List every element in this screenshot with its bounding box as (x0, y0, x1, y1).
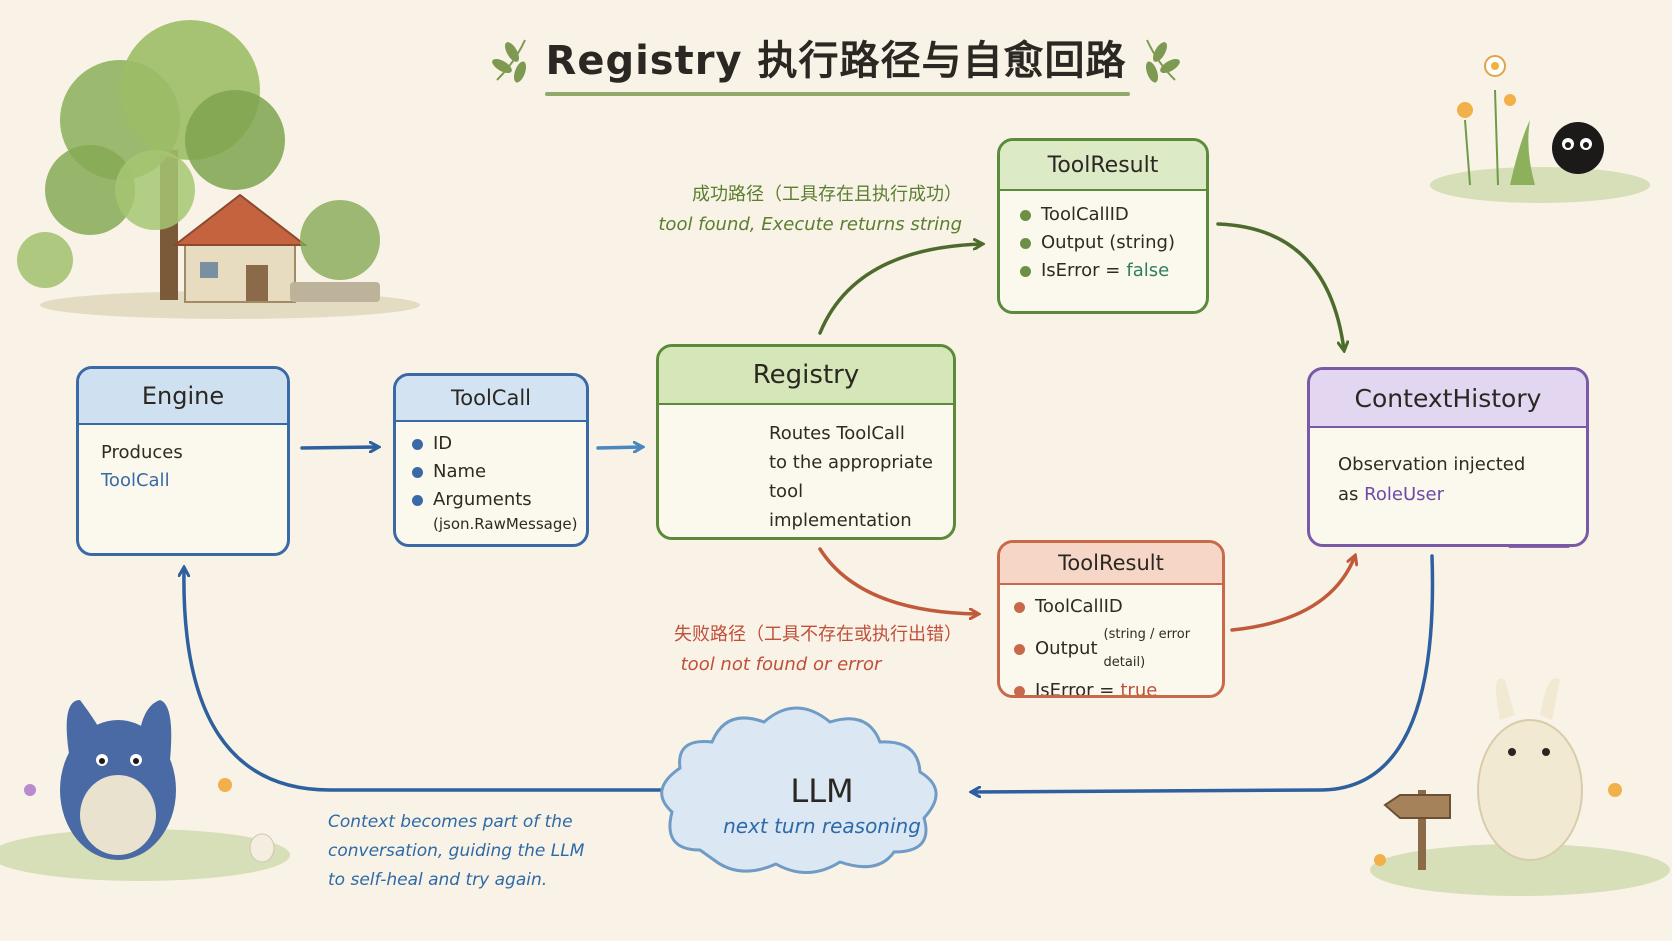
arrow-context-to-llm (972, 554, 1435, 792)
field-iserror: IsError = (1035, 680, 1115, 698)
success-path-label: 成功路径（工具存在且执行成功） tool found, Execute retu… (600, 180, 962, 235)
toolcall-field-name: Name (433, 461, 487, 482)
field-iserror: IsError = (1041, 260, 1121, 281)
title-underline (545, 92, 1130, 96)
bullet-icon (1020, 265, 1031, 277)
contexthistory-body: Observation injected as RoleUser (1310, 428, 1586, 532)
field-toolcallid: ToolCallID (1035, 596, 1123, 617)
bullet-icon (1014, 643, 1025, 655)
list-item: Output(string / error detail) (1014, 621, 1208, 677)
arrow-engine-to-toolcall (300, 447, 378, 448)
list-item: Output (string) (1020, 229, 1186, 257)
page-title: Registry 执行路径与自愈回路 (545, 38, 1127, 84)
toolcall-card: ToolCall ID Name Arguments (json.RawMess… (393, 373, 589, 547)
contexthistory-header: ContextHistory (1310, 370, 1586, 428)
toolcall-header: ToolCall (396, 376, 586, 422)
toolresult-success-fields: ToolCallID Output (string) IsError =fals… (1020, 201, 1186, 285)
iserror-value-true: true (1120, 680, 1158, 698)
bullet-icon (412, 466, 423, 478)
flowers-soot-sprite-illustration (1430, 55, 1650, 203)
laurel-left-icon (492, 39, 527, 83)
iserror-value-false: false (1126, 260, 1170, 281)
llm-title: LLM (790, 772, 854, 810)
self-heal-note-line: Context becomes part of the (328, 812, 573, 832)
toolresult-failure-header: ToolResult (1000, 543, 1222, 585)
success-path-zh: 成功路径（工具存在且执行成功） (692, 184, 962, 205)
bullet-icon (1014, 601, 1025, 613)
contexthistory-card: ContextHistory Observation injected as R… (1307, 367, 1589, 547)
list-item: ID (412, 430, 570, 458)
context-line-observation: Observation injected (1338, 454, 1526, 475)
llm-subtitle: next turn reasoning (723, 814, 921, 838)
llm-cloud-shape (660, 706, 938, 874)
engine-header: Engine (79, 369, 287, 425)
list-item: Name (412, 458, 570, 486)
registry-desc-line: tool implementation (769, 481, 912, 531)
toolresult-failure-card: ToolResult ToolCallID Output(string / er… (997, 540, 1225, 698)
bullet-icon (1014, 685, 1025, 695)
context-roleuser-value: RoleUser (1364, 484, 1444, 505)
bullet-icon (412, 438, 423, 450)
registry-header: Registry (659, 347, 953, 405)
arrow-toolcall-to-registry (596, 447, 642, 448)
arrow-result-err-to-context (1230, 556, 1355, 632)
engine-card: Engine Produces ToolCall (76, 366, 290, 556)
list-item: IsError = true (1014, 677, 1208, 698)
toolresult-failure-body: ToolCallID Output(string / error detail)… (1000, 585, 1222, 698)
engine-line-produces: Produces (101, 442, 183, 463)
self-heal-note-line: conversation, guiding the LLM (328, 841, 585, 861)
white-totoro-signpost-illustration (1370, 678, 1670, 896)
list-item: ToolCallID (1020, 201, 1186, 229)
laurel-right-icon (1145, 39, 1180, 83)
field-output-detail: (string / error detail) (1103, 627, 1191, 670)
field-output: Output (string) (1041, 232, 1175, 253)
field-toolcallid: ToolCallID (1041, 204, 1129, 225)
llm-node: LLM next turn reasoning (672, 772, 972, 838)
arrow-llm-to-engine (184, 568, 670, 792)
toolcall-field-id: ID (433, 433, 453, 454)
toolcall-field-arguments: Arguments (433, 489, 532, 510)
context-as-label: as (1338, 484, 1359, 505)
bullet-icon (412, 494, 423, 506)
bullet-icon (1020, 237, 1031, 249)
tree-house-illustration (17, 20, 420, 319)
toolcall-field-list: ID Name Arguments (412, 430, 570, 514)
toolresult-failure-fields: ToolCallID Output(string / error detail)… (1014, 593, 1208, 698)
list-item: ToolCallID (1014, 593, 1208, 621)
toolcall-arguments-type: (json.RawMessage) (433, 515, 578, 533)
failure-path-label: 失败路径（工具不存在或执行出错） tool not found or error (600, 620, 962, 675)
self-heal-note: Context becomes part of the conversation… (328, 808, 608, 895)
failure-path-en: tool not found or error (680, 654, 882, 675)
arrow-result-ok-to-context (1216, 222, 1344, 350)
list-item: IsError =false (1020, 257, 1186, 285)
registry-desc-line: Routes ToolCall (769, 423, 905, 444)
toolresult-success-header: ToolResult (1000, 141, 1206, 191)
registry-body: Routes ToolCall to the appropriate tool … (659, 405, 953, 535)
failure-path-zh: 失败路径（工具不存在或执行出错） (674, 624, 962, 645)
bullet-icon (1020, 209, 1031, 221)
arrow-registry-to-result-err (818, 547, 978, 614)
toolresult-success-card: ToolResult ToolCallID Output (string) Is… (997, 138, 1209, 314)
arrow-registry-to-result-ok (818, 244, 982, 335)
registry-card: Registry Routes ToolCall to the appropri… (656, 344, 956, 540)
registry-desc-line: to the appropriate (769, 452, 933, 473)
self-heal-note-line: to self-heal and try again. (328, 870, 548, 890)
totoro-illustration (0, 700, 290, 881)
field-output: Output (1035, 638, 1098, 659)
toolcall-body: ID Name Arguments (json.RawMessage) (396, 422, 586, 542)
engine-line-toolcall: ToolCall (101, 470, 170, 491)
context-line-roleuser: as RoleUser (1338, 480, 1558, 510)
success-path-en: tool found, Execute returns string (658, 214, 962, 235)
list-item: Arguments (412, 486, 570, 514)
engine-body: Produces ToolCall (79, 425, 287, 509)
toolresult-success-body: ToolCallID Output (string) IsError =fals… (1000, 191, 1206, 295)
